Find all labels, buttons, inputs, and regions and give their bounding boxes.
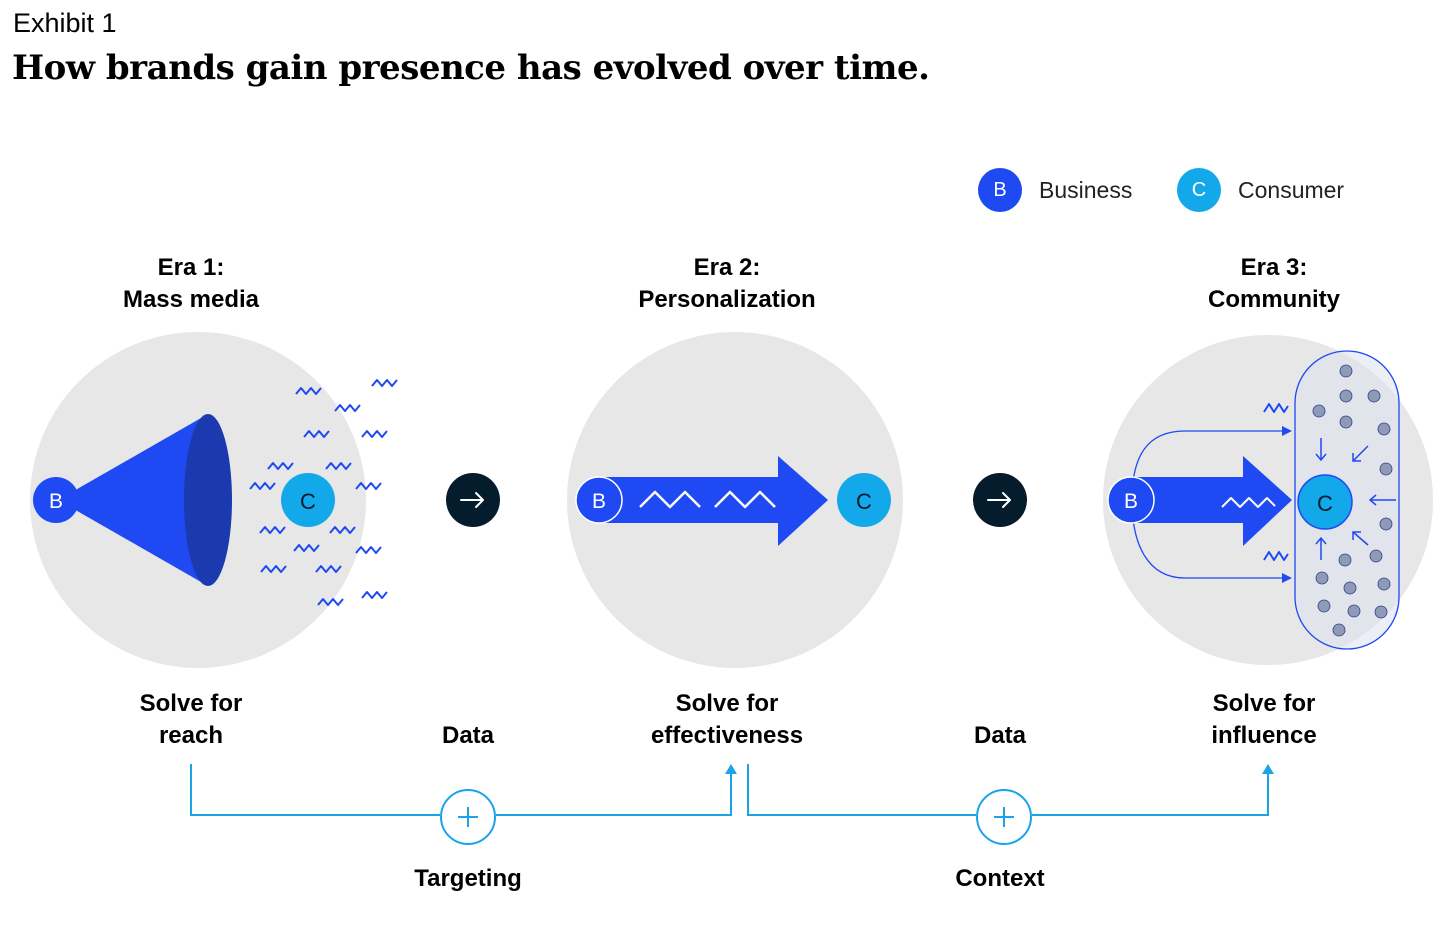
direct-arrow: [598, 456, 828, 546]
legend-business-label: Business: [1039, 176, 1133, 203]
era-1-illustration: B C: [30, 332, 398, 668]
business-icon: B: [978, 168, 1022, 212]
legend-business: B Business: [978, 168, 1132, 212]
era-1-goal: Solve for reach: [41, 688, 341, 752]
consumer-node-label: C: [300, 489, 316, 514]
business-node-label: B: [592, 490, 606, 513]
era-1-number: Era 1:: [157, 254, 225, 281]
era-2-number: Era 2:: [693, 254, 761, 281]
era-2-illustration: B C: [567, 332, 903, 668]
consumer-node: [837, 473, 891, 527]
consumer-node-label: C: [1317, 491, 1333, 516]
targeting-label: Targeting: [414, 865, 522, 892]
era-3-name: Community: [1208, 286, 1340, 313]
goal-prefix: Solve for: [675, 690, 779, 717]
era-2-heading: Era 2: Personalization: [577, 252, 877, 316]
business-node: [33, 477, 79, 523]
business-node-label: B: [1124, 490, 1138, 513]
connector-lines: [190, 764, 1274, 845]
signal-wave: [1221, 497, 1276, 508]
transition-2-data-label: Data: [973, 722, 1027, 749]
broadcast-waves: [249, 379, 398, 606]
era-3-heading: Era 3: Community: [1124, 252, 1424, 316]
consumer-icon: C: [1177, 168, 1221, 212]
plus-icon: [994, 807, 1014, 827]
business-node: [1107, 476, 1155, 524]
right-arrow-icon: [460, 492, 484, 508]
page-title: How brands gain presence has evolved ove…: [12, 48, 930, 88]
business-node: [575, 476, 623, 524]
era-3-illustration: B C: [1103, 335, 1433, 665]
era-2-goal: Solve for effectiveness: [577, 688, 877, 752]
consumer-node-label: C: [856, 489, 872, 514]
community-members: [1312, 364, 1393, 637]
goal-prefix: Solve for: [139, 690, 243, 717]
era-3-number: Era 3:: [1240, 254, 1308, 281]
signal-wave: [639, 490, 776, 509]
era-2-name: Personalization: [638, 286, 816, 313]
exhibit-label: Exhibit 1: [13, 8, 117, 38]
goal-prefix: Solve for: [1212, 690, 1316, 717]
consumer-node: [281, 473, 335, 527]
megaphone-mouth: [184, 414, 232, 586]
context-label: Context: [955, 865, 1045, 892]
connector-2: [747, 764, 1269, 816]
connector-1: [190, 764, 732, 816]
goal-text: effectiveness: [650, 722, 804, 749]
era-1-heading: Era 1: Mass media: [41, 252, 341, 316]
right-arrow-icon: [987, 492, 1011, 508]
transition-1-data-label: Data: [441, 722, 495, 749]
legend-consumer: C Consumer: [1177, 168, 1344, 212]
inward-arrows: [1315, 438, 1396, 560]
goal-text: influence: [1211, 722, 1317, 749]
megaphone-cone: [58, 414, 208, 586]
transition-arrow-1: [446, 473, 500, 527]
transition-arrow-2: [973, 473, 1027, 527]
plus-icon: [458, 807, 478, 827]
era-1-name: Mass media: [122, 286, 260, 313]
era-3-goal: Solve for influence: [1114, 688, 1414, 752]
business-node-label: B: [49, 490, 63, 513]
signal-wave-small: [1263, 403, 1289, 561]
consumer-node: [1297, 474, 1353, 530]
direct-arrow: [1133, 456, 1292, 546]
legend-consumer-label: Consumer: [1238, 176, 1345, 203]
goal-text: reach: [158, 722, 224, 749]
